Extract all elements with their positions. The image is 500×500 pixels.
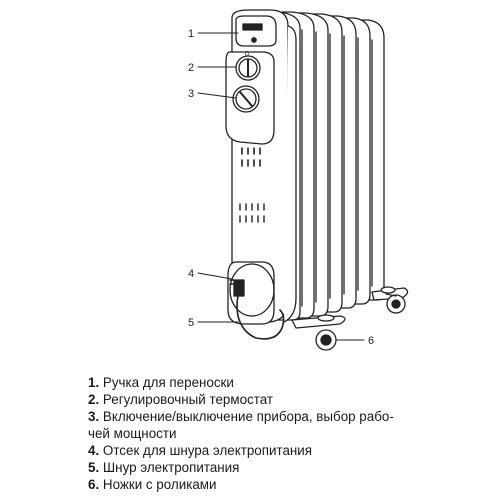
legend-number: 1. bbox=[88, 375, 100, 390]
roller-feet bbox=[291, 286, 409, 351]
legend-text-continued: чей мощности bbox=[88, 426, 177, 441]
callout-1: 1 bbox=[188, 28, 194, 40]
legend-item: 1. Ручка для переноски bbox=[88, 374, 488, 391]
legend-text: Ручка для переноски bbox=[102, 375, 234, 390]
callout-leaders bbox=[197, 32, 365, 341]
callout-6: 6 bbox=[368, 335, 374, 347]
legend-item: 3. Включение/выключение прибора, выбор р… bbox=[88, 408, 488, 442]
callout-3: 3 bbox=[188, 88, 194, 100]
svg-text:0: 0 bbox=[245, 51, 249, 58]
legend-item: 4. Отсек для шнура электропитания bbox=[88, 442, 488, 459]
power-cord bbox=[229, 279, 285, 340]
legend-number: 5. bbox=[88, 460, 100, 475]
legend-number: 3. bbox=[88, 409, 100, 424]
legend-number: 6. bbox=[88, 477, 100, 492]
legend-text: Шнур электропитания bbox=[102, 460, 240, 475]
parts-legend: 1. Ручка для переноски 2. Регулировочный… bbox=[88, 374, 488, 493]
power-knob bbox=[232, 85, 260, 113]
legend-text: Регулировочный термостат bbox=[102, 392, 273, 407]
thermostat-knob: 0 bbox=[235, 51, 261, 81]
legend-text: Включение/выключение прибора, выбор рабо… bbox=[102, 409, 394, 424]
cord-compartment bbox=[227, 261, 275, 325]
heater-diagram: 0 bbox=[188, 9, 409, 351]
legend-item: 6. Ножки с роликами bbox=[88, 476, 488, 493]
legend-item: 5. Шнур электропитания bbox=[88, 459, 488, 476]
callout-5: 5 bbox=[188, 317, 194, 329]
legend-text: Ножки с роликами bbox=[102, 477, 217, 492]
legend-text: Отсек для шнура электропитания bbox=[102, 443, 313, 458]
callout-2: 2 bbox=[188, 62, 194, 74]
legend-number: 4. bbox=[88, 443, 100, 458]
legend-item: 2. Регулировочный термостат bbox=[88, 391, 488, 408]
legend-number: 2. bbox=[88, 392, 100, 407]
callout-4: 4 bbox=[188, 268, 194, 280]
